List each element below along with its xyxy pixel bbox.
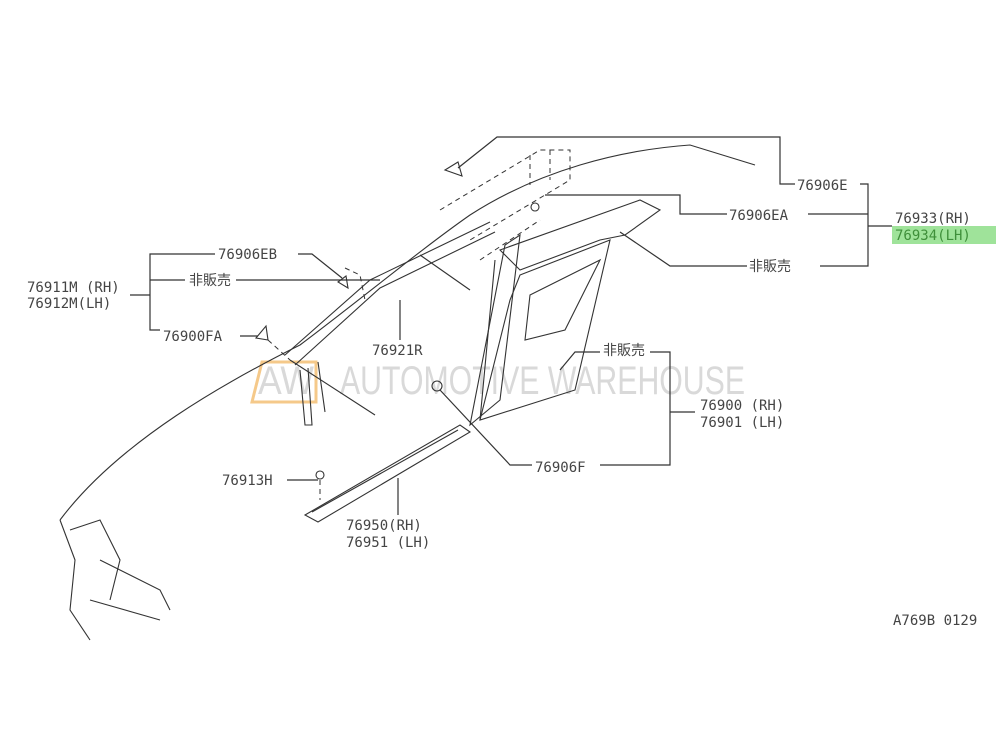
watermark-text: AUTOMOTIVE WAREHOUSE	[340, 359, 745, 403]
part-label-76906E[interactable]: 76906E	[797, 178, 848, 194]
highlight-76934	[892, 226, 996, 244]
not-for-sale-label-left: 非販売	[189, 273, 231, 289]
kicking-plate	[303, 424, 472, 523]
part-label-76906EB[interactable]: 76906EB	[218, 247, 277, 263]
center-pillar-trim	[469, 233, 521, 427]
car-body-outline	[59, 144, 756, 641]
part-label-76933[interactable]: 76933(RH)	[895, 211, 971, 227]
watermark-logo: AW	[258, 359, 314, 403]
part-label-76934[interactable]: 76934(LH)	[895, 228, 971, 244]
part-label-76913H[interactable]: 76913H	[222, 473, 273, 489]
part-label-76900[interactable]: 76900 (RH)	[700, 398, 784, 414]
not-for-sale-label-center: 非販売	[603, 343, 645, 359]
leader-lines	[130, 136, 892, 515]
part-label-76912M[interactable]: 76912M(LH)	[27, 296, 111, 312]
clips	[254, 161, 540, 480]
diagram-code: A769B 0129	[893, 613, 977, 629]
part-label-76906EA[interactable]: 76906EA	[729, 208, 789, 224]
part-label-76900FA[interactable]: 76900FA	[163, 329, 223, 345]
part-label-76906F[interactable]: 76906F	[535, 460, 586, 476]
part-label-76901[interactable]: 76901 (LH)	[700, 415, 784, 431]
part-label-76921R[interactable]: 76921R	[372, 343, 423, 359]
part-label-76951[interactable]: 76951 (LH)	[346, 535, 430, 551]
part-label-76950[interactable]: 76950(RH)	[346, 518, 422, 534]
part-label-76911M[interactable]: 76911M (RH)	[27, 280, 120, 296]
watermark: AW AUTOMOTIVE WAREHOUSE	[250, 359, 745, 404]
dashed-guides	[267, 149, 571, 500]
not-for-sale-label-right: 非販売	[749, 259, 791, 275]
